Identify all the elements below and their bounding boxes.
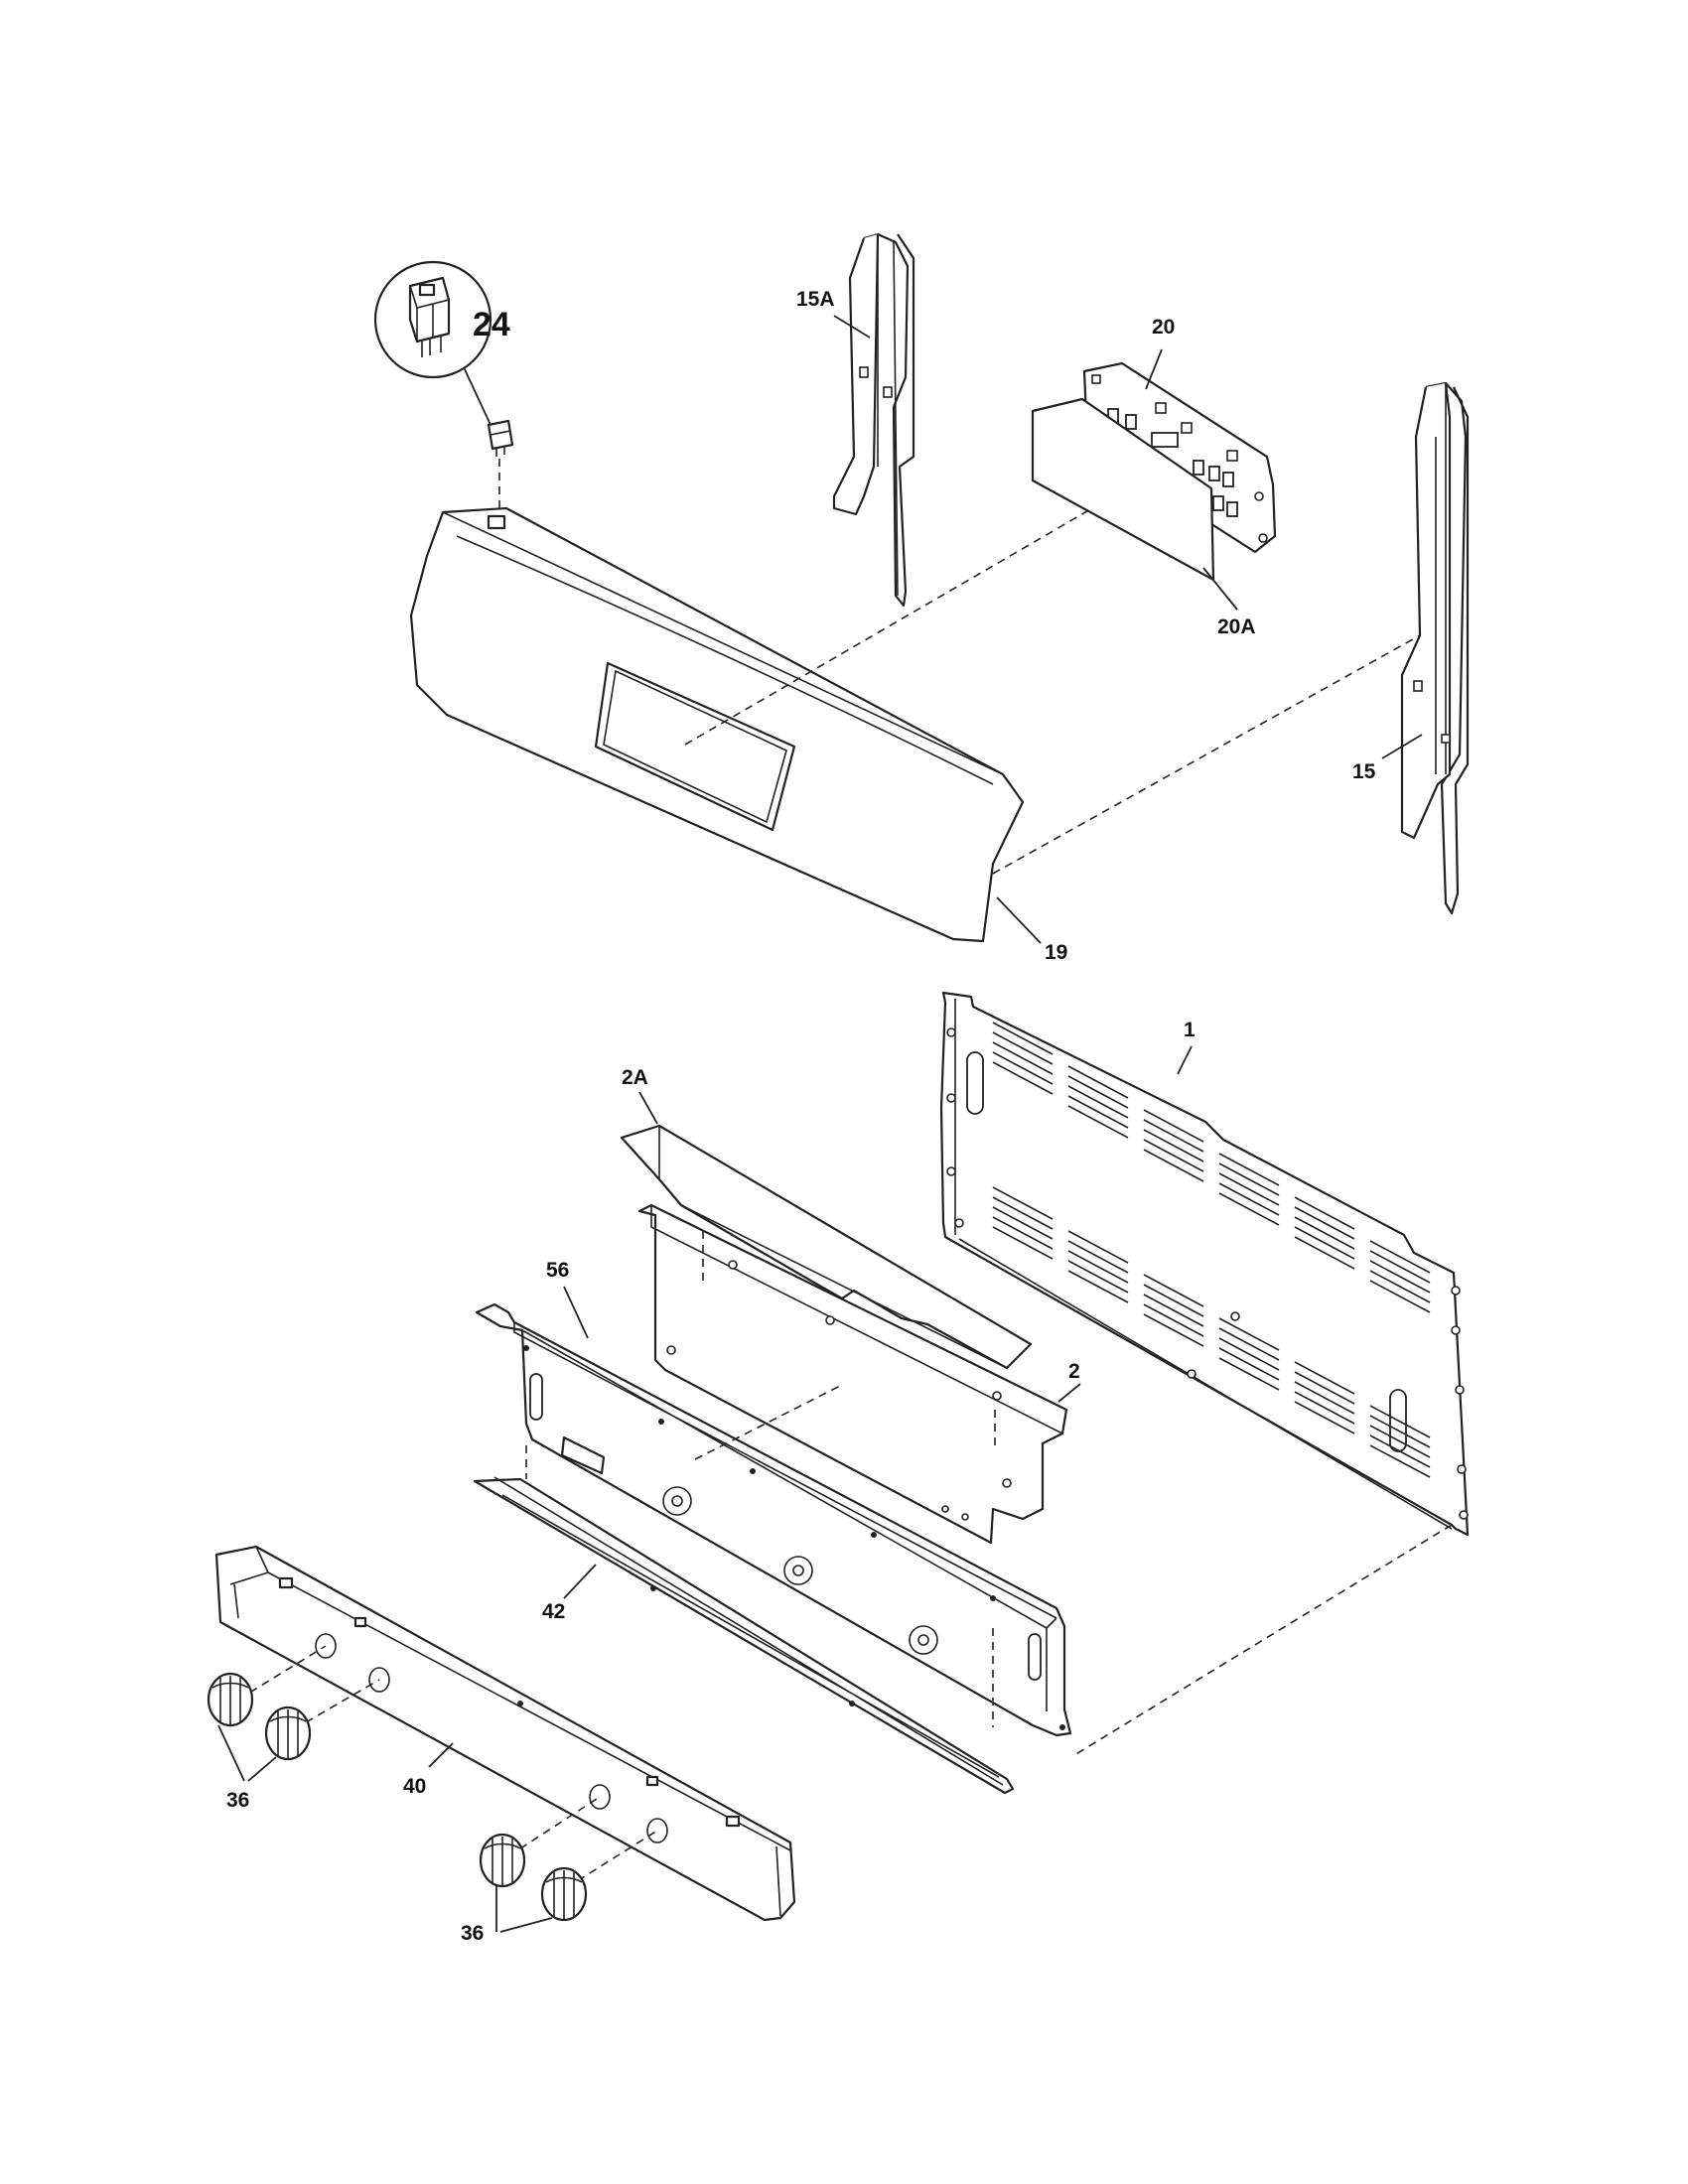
callout-19: 19 [1045,941,1067,964]
part-36-knob-1 [207,1672,254,1727]
part-20a-overlay: 20A [1031,397,1256,638]
callout-56: 56 [546,1259,569,1282]
callout-36-right: 36 [461,1922,484,1945]
part-1-back-panel: 1 [939,991,1470,1537]
callout-42: 42 [542,1600,565,1623]
part-24-switch: 24 [373,260,514,522]
part-42-trim-strip: 42 [473,1476,1015,1795]
part-36-knob-4 [540,1866,588,1922]
callout-20: 20 [1152,316,1175,339]
callout-2a: 2A [622,1066,648,1089]
part-2a-trim: 2A [620,1066,1033,1370]
callout-36-left: 36 [226,1789,249,1812]
part-15a-bracket: 15A [796,232,915,608]
part-56-manifold-panel: 56 [475,1259,1072,1737]
part-36-knob-2 [264,1706,312,1761]
part-15-bracket: 15 [1352,381,1470,915]
callout-15a: 15A [796,288,835,311]
callout-2: 2 [1068,1360,1080,1383]
part-36-knob-3 [479,1833,526,1888]
callout-24: 24 [473,306,510,343]
part-40-front-trim: 40 [214,1545,796,1922]
callout-40: 40 [403,1775,426,1798]
callout-20a: 20A [1217,615,1256,638]
callout-1: 1 [1184,1019,1196,1041]
callout-15: 15 [1352,760,1376,783]
part-19-control-panel: 19 [409,506,1067,964]
part-2-mounting-plate: 2 [637,1203,1081,1545]
